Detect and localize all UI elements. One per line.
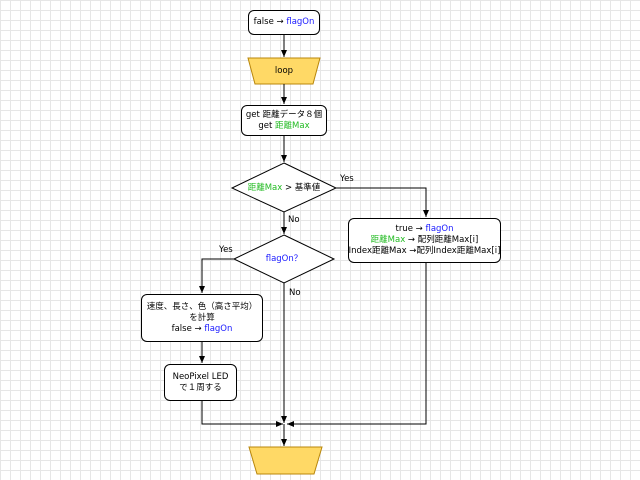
decision-distance-shape[interactable] bbox=[230, 162, 338, 213]
calc-params-line3: false → flagOn bbox=[171, 323, 233, 334]
decision-distance-yes-label: Yes bbox=[340, 174, 354, 184]
connector-flag-yes bbox=[199, 258, 234, 293]
record-max-line2: 距離Max → 配列距離Max[i] bbox=[370, 235, 479, 245]
init-flag-box[interactable]: false → flagOn bbox=[248, 10, 320, 35]
neopixel-line1: NeoPixel LED bbox=[172, 371, 229, 382]
calc-params-line1: 速度、長さ、色（高さ平均） bbox=[146, 301, 258, 312]
connector-neopixel-merge bbox=[201, 401, 283, 427]
connector-yes-action-merge bbox=[287, 263, 427, 427]
loop-end-shape[interactable] bbox=[248, 446, 323, 475]
get-distance-line1: get 距離データ８個 bbox=[245, 109, 323, 120]
decision-flag-no-label: No bbox=[289, 288, 301, 298]
loop-start-shape[interactable] bbox=[247, 57, 321, 85]
record-max-box[interactable]: true → flagOn 距離Max → 配列距離Max[i] Index距離… bbox=[348, 218, 501, 263]
calc-params-box[interactable]: 速度、長さ、色（高さ平均） を計算 false → flagOn bbox=[141, 294, 263, 342]
decision-distance-no-label: No bbox=[288, 215, 300, 225]
calc-params-line2: を計算 bbox=[189, 312, 215, 323]
init-flag-text: false → flagOn bbox=[253, 17, 315, 27]
decision-flag-yes-label: Yes bbox=[219, 245, 233, 255]
record-max-line1: true → flagOn bbox=[395, 224, 454, 234]
connector-decision-yes bbox=[336, 187, 429, 217]
neopixel-box[interactable]: NeoPixel LED で１周する bbox=[164, 364, 237, 401]
decision-flag-shape[interactable] bbox=[232, 234, 336, 284]
get-distance-box[interactable]: get 距離データ８個 get 距離Max bbox=[241, 105, 327, 136]
get-distance-line2: get 距離Max bbox=[258, 120, 310, 131]
neopixel-line2: で１周する bbox=[179, 382, 222, 393]
record-max-line3: Index距離Max →配列Index距離Max[i] bbox=[348, 246, 501, 256]
